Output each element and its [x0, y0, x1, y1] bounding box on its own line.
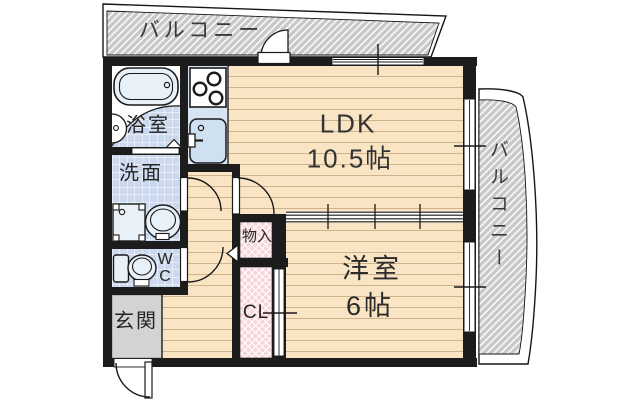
- balcony-door-leaf: [257, 51, 291, 65]
- wall-storage-north: [232, 214, 288, 222]
- balcony-top-label: バルコニー: [138, 18, 264, 42]
- storage-door-icon: [225, 243, 239, 264]
- window-ldk-east: [454, 98, 486, 191]
- wall-storage-west: [232, 222, 240, 360]
- washroom-door-leaf: [179, 176, 189, 212]
- bathtub-icon: [113, 67, 179, 106]
- basin-icon: [144, 204, 182, 241]
- bathroom-label: 浴室: [126, 114, 170, 137]
- balcony-door-arc: [260, 29, 289, 58]
- ldk-door-arc: [237, 177, 275, 215]
- storage-label: 物入: [241, 228, 273, 246]
- sliding-partition: [286, 204, 463, 229]
- washing-machine-icon: [112, 203, 146, 242]
- stove-icon: [189, 67, 227, 108]
- balcony-right-label: バルコニー: [486, 139, 508, 275]
- toilet-icon: [112, 254, 157, 287]
- window-ldk-top: [331, 44, 425, 75]
- entrance-door-arc: [115, 362, 151, 398]
- wall-left: [103, 57, 112, 367]
- window-western-room-east: [454, 241, 486, 333]
- closet-label: CL: [242, 302, 270, 324]
- wc-door-arc: [187, 246, 224, 283]
- kitchen-sink-icon: [187, 118, 227, 164]
- wall-bottom: [103, 358, 477, 367]
- wall-wc-south: [103, 287, 188, 295]
- wc-label: W C: [157, 251, 173, 286]
- doors-windows: [113, 29, 486, 399]
- washroom-label: 洗面: [119, 162, 163, 185]
- wall-washroom-south: [103, 241, 188, 249]
- washroom-door-arc: [187, 177, 222, 212]
- balcony-right-hatch: [478, 99, 528, 355]
- wall-storage-closet-divider: [232, 258, 288, 267]
- entrance-door-leaf: [144, 361, 153, 399]
- entrance-label: 玄関: [114, 310, 158, 333]
- balcony-top-hatch: [106, 10, 440, 56]
- western-room-size-label: 6帖: [345, 290, 395, 321]
- ldk-size-label: 10.5帖: [306, 143, 394, 174]
- western-room-label: 洋室: [342, 253, 402, 284]
- balcony-right: [478, 88, 538, 365]
- ldk-door-leaf: [231, 176, 241, 215]
- ldk-label: LDK: [319, 108, 377, 139]
- wc-label-line1: W: [157, 251, 173, 269]
- entrance-floor: [111, 294, 163, 359]
- bath-doorway: [131, 147, 180, 155]
- wc-label-line2: C: [159, 268, 171, 285]
- wall-kitchen-south: [180, 164, 240, 172]
- wc-door-leaf: [179, 246, 189, 283]
- balcony-top: [102, 3, 447, 58]
- wall-bath-hall: [180, 57, 188, 295]
